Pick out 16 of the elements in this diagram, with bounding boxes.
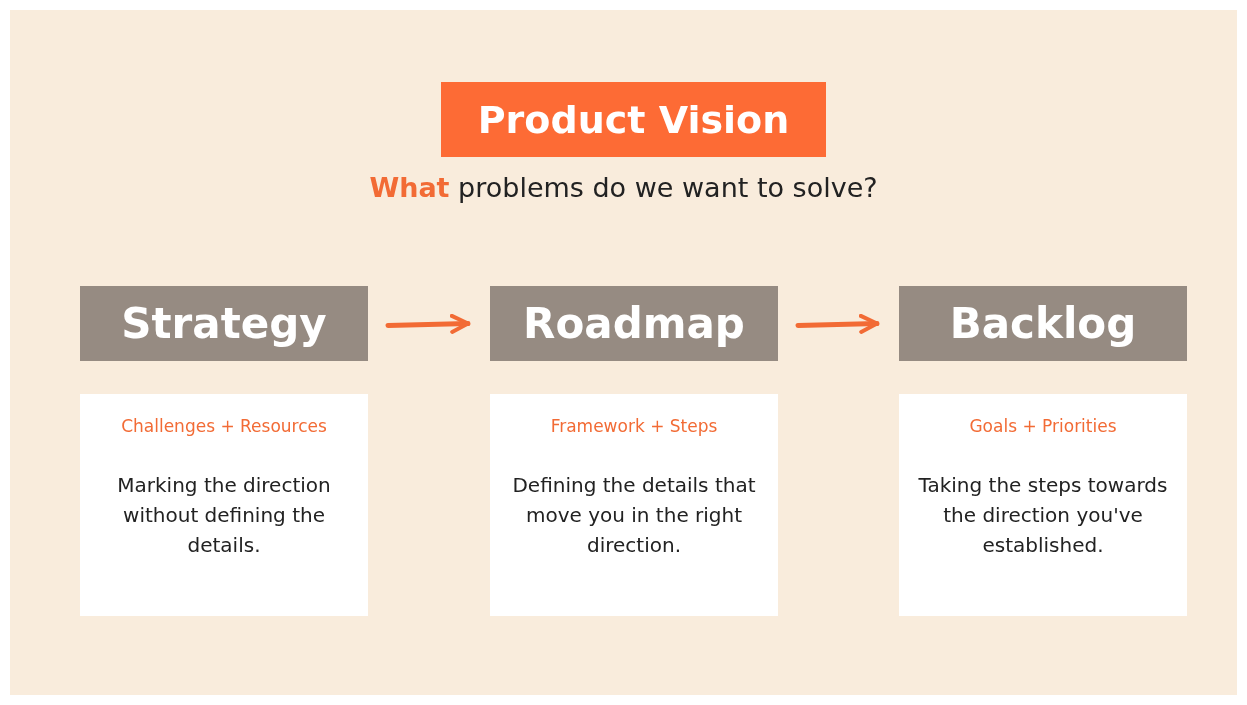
description-card xyxy=(899,394,1187,616)
card-subtitle: Framework + Steps xyxy=(550,416,718,436)
description-card xyxy=(490,394,778,616)
card-description: Defining the details that move you in the right direction. xyxy=(511,472,757,559)
title-banner: Product Vision xyxy=(441,82,826,157)
subtitle-question: What problems do we want to solve? xyxy=(368,172,879,203)
stage-header: Roadmap xyxy=(490,286,778,361)
card-description: Taking the steps towards the direction you've established. xyxy=(917,472,1169,559)
arrow xyxy=(385,313,471,334)
arrow xyxy=(795,313,880,334)
stage-header: Backlog xyxy=(899,286,1187,361)
card-description: Marking the direction without defining the details. xyxy=(116,472,332,559)
card-subtitle: Goals + Priorities xyxy=(969,416,1117,436)
description-card xyxy=(80,394,368,616)
stage-header: Strategy xyxy=(80,286,368,361)
card-subtitle: Challenges + Resources xyxy=(121,416,327,436)
